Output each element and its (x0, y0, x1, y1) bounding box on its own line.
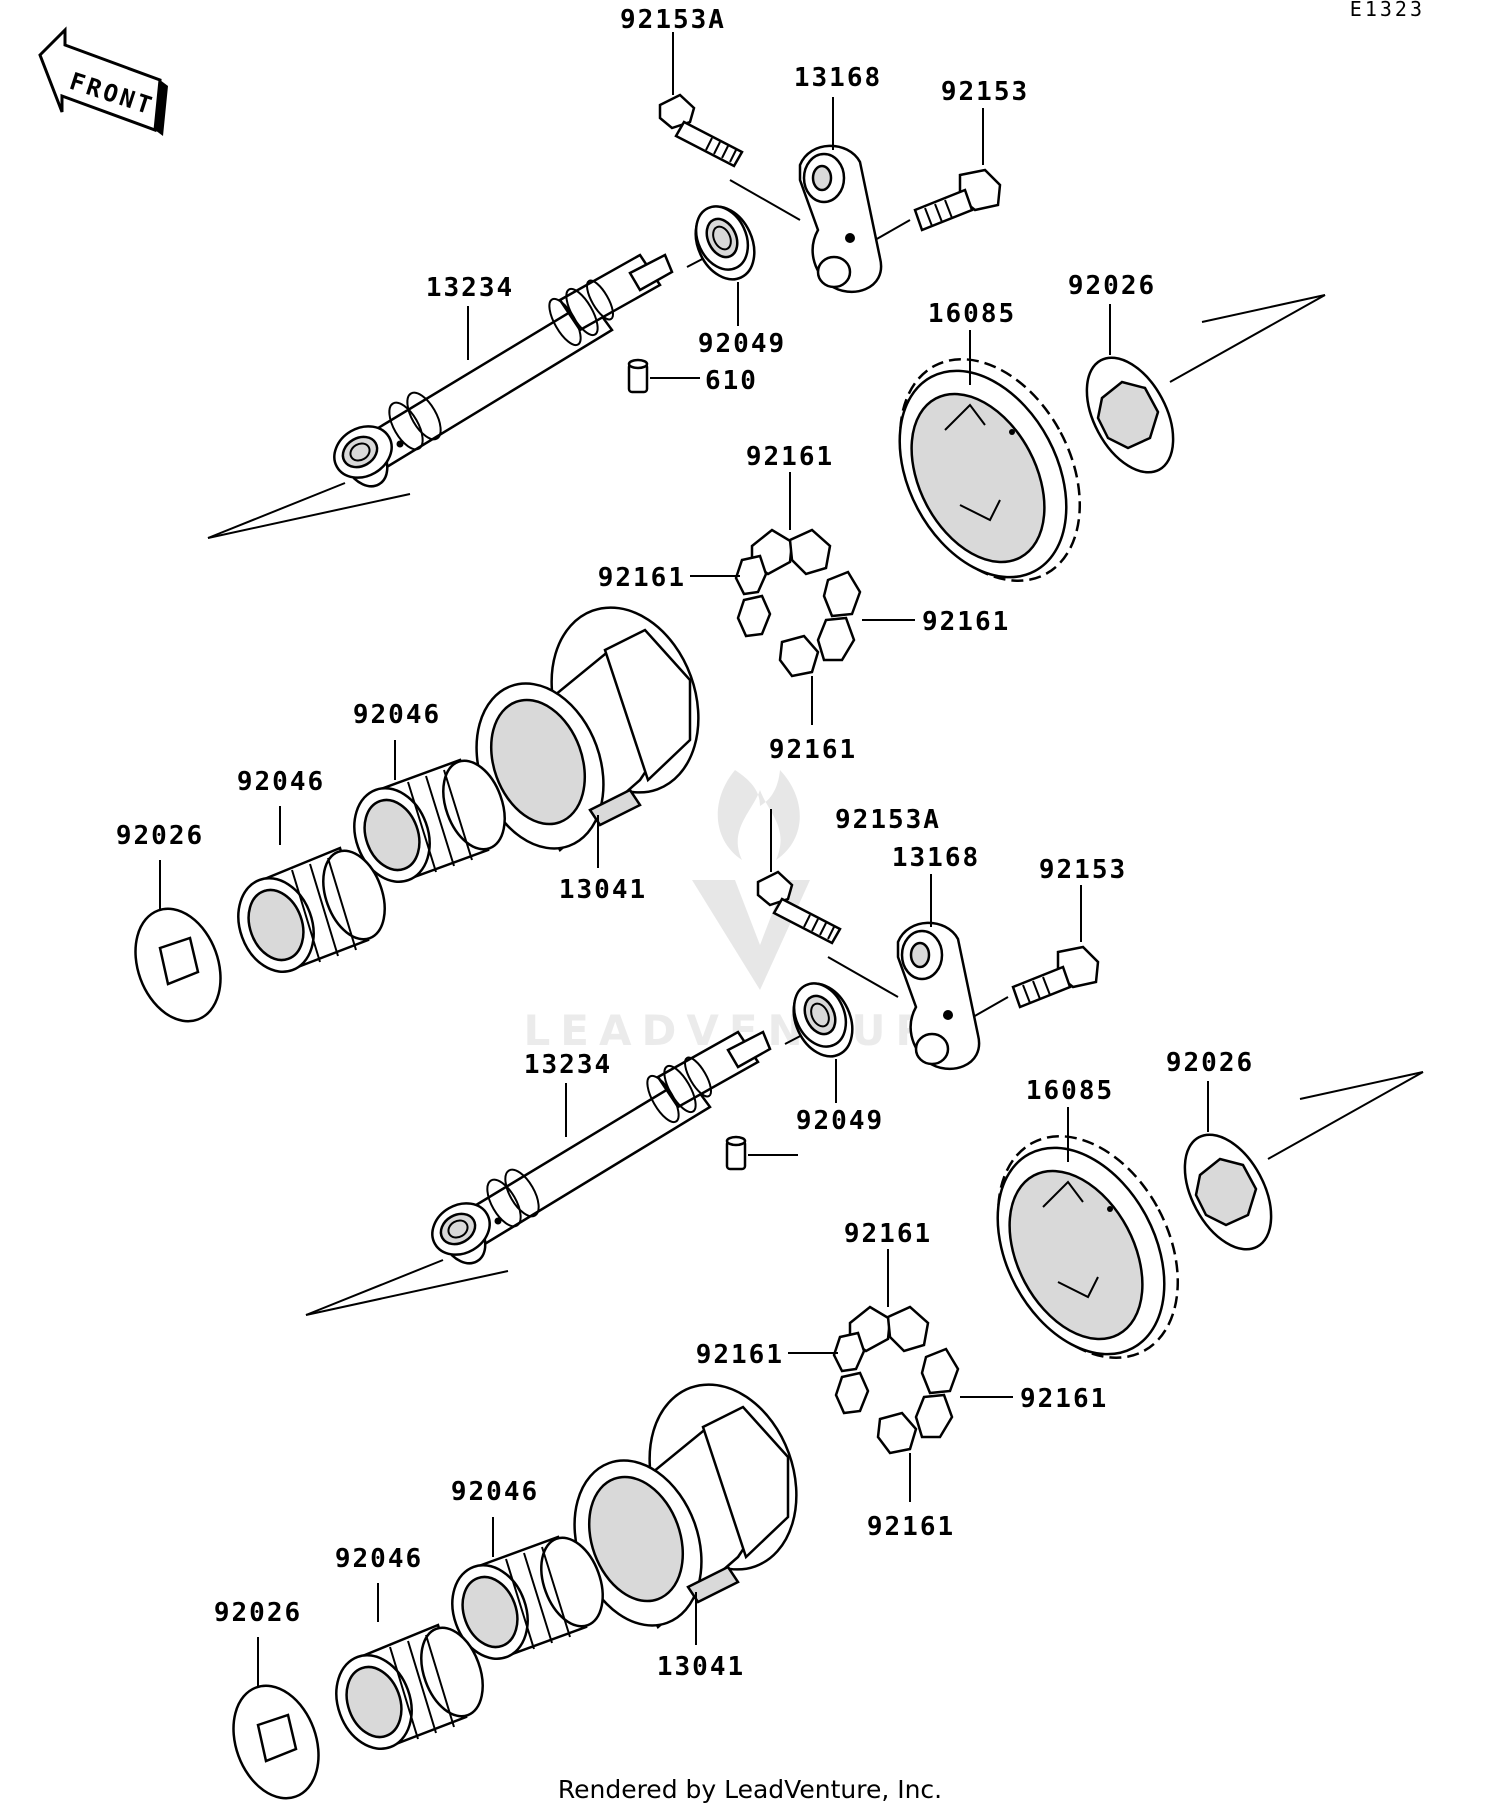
diagram-code: E1323 (1350, 0, 1425, 21)
label-damper-bottom: 92161 (769, 735, 857, 765)
label-hub: 13041 (559, 875, 647, 905)
label-damper-bottom: 92161 (867, 1512, 955, 1542)
label-pin: 610 (705, 366, 758, 396)
label-bolt: 92153 (1039, 855, 1127, 885)
label-shaft: 13234 (426, 273, 514, 303)
label-bearing-lower: 92046 (237, 767, 325, 797)
front-arrow-icon: FRONT (38, 26, 168, 136)
label-damper-top: 92161 (844, 1219, 932, 1249)
footer-credit: Rendered by LeadVenture, Inc. (558, 1775, 942, 1804)
label-bolt-a: 92153A (835, 805, 941, 835)
label-washer-right: 92026 (1068, 271, 1156, 301)
label-damper-right: 92161 (922, 607, 1010, 637)
label-washer-left: 92026 (116, 821, 204, 851)
label-shaft: 13234 (524, 1050, 612, 1080)
label-seal: 92049 (796, 1106, 884, 1136)
label-bearing-lower: 92046 (335, 1544, 423, 1574)
label-seal: 92049 (698, 329, 786, 359)
label-gear: 16085 (928, 299, 1016, 329)
label-damper-left: 92161 (696, 1340, 784, 1370)
label-damper-top: 92161 (746, 442, 834, 472)
label-washer-left: 92026 (214, 1598, 302, 1628)
label-arm: 13168 (794, 63, 882, 93)
label-bearing-upper: 92046 (451, 1477, 539, 1507)
label-hub: 13041 (657, 1652, 745, 1682)
label-bolt: 92153 (941, 77, 1029, 107)
label-arm: 13168 (892, 843, 980, 873)
assembly-upper: 92153A 13168 92153 13234 92049 610 92026… (116, 5, 1327, 1035)
label-washer-right: 92026 (1166, 1048, 1254, 1078)
assembly-lower: 92153A 13168 92153 13234 92049 92026 160… (214, 805, 1425, 1812)
label-bolt-a: 92153A (620, 5, 726, 35)
label-bearing-upper: 92046 (353, 700, 441, 730)
label-damper-right: 92161 (1020, 1384, 1108, 1414)
label-gear: 16085 (1026, 1076, 1114, 1106)
label-damper-left: 92161 (598, 563, 686, 593)
